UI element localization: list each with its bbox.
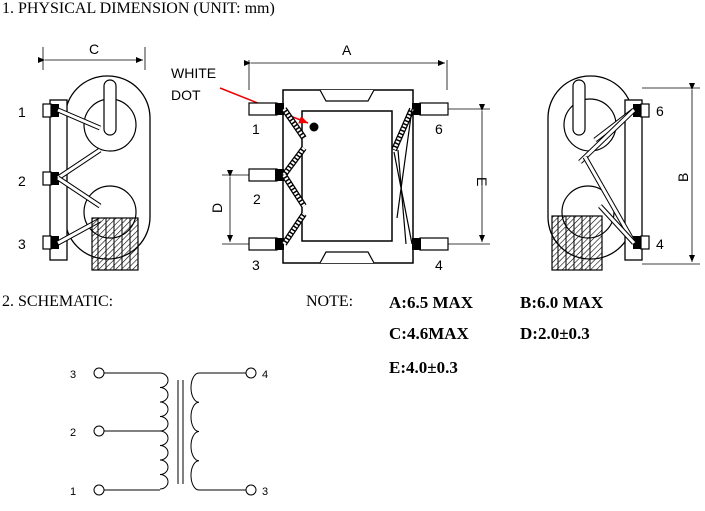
schematic-heading: 2. SCHEMATIC: <box>2 293 114 310</box>
schematic <box>93 367 257 496</box>
note-b-value: B:6.0 MAX <box>520 293 604 312</box>
left-side-view: C 1 2 3 <box>18 41 151 271</box>
note-label: NOTE: <box>306 293 354 310</box>
right-side-view: B 6 4 <box>547 75 700 271</box>
note-d-value: D:2.0±0.3 <box>520 324 590 343</box>
note-e-value: E:4.0±0.3 <box>389 358 458 377</box>
schematic-pin-left-top: 3 <box>70 369 76 381</box>
white-dot-label-line2: DOT <box>171 87 201 103</box>
top-pin-2-label: 2 <box>253 191 261 207</box>
schematic-pin-right-top: 4 <box>262 369 268 381</box>
left-pin-1-label: 1 <box>18 104 26 120</box>
left-pin-3-label: 3 <box>18 236 26 252</box>
top-pin-6-label: 6 <box>435 121 443 137</box>
top-view: A WHITE DOT <box>171 42 490 273</box>
right-pin-4-label: 4 <box>656 236 664 252</box>
schematic-pin-left-bottom: 1 <box>70 486 76 498</box>
right-pin-6-label: 6 <box>656 103 664 119</box>
schematic-pin-left-mid: 2 <box>70 427 76 439</box>
white-dot-label-line1: WHITE <box>171 65 216 81</box>
dim-c-label: C <box>89 41 99 57</box>
top-pin-3-label: 3 <box>252 257 260 273</box>
note-a-value: A:6.5 MAX <box>389 293 474 312</box>
left-pin-2-label: 2 <box>18 173 26 189</box>
top-pin-1-label: 1 <box>252 121 260 137</box>
dim-e-label: E <box>474 177 490 186</box>
dim-d-label: D <box>209 203 225 213</box>
dim-a-label: A <box>342 42 352 58</box>
physical-dimension-heading: 1. PHYSICAL DIMENSION (UNIT: mm) <box>2 0 275 17</box>
top-pin-4-label: 4 <box>435 257 443 273</box>
schematic-pin-right-bottom: 3 <box>262 486 268 498</box>
dim-b-label: B <box>675 173 691 182</box>
note-c-value: C:4.6MAX <box>389 324 469 343</box>
